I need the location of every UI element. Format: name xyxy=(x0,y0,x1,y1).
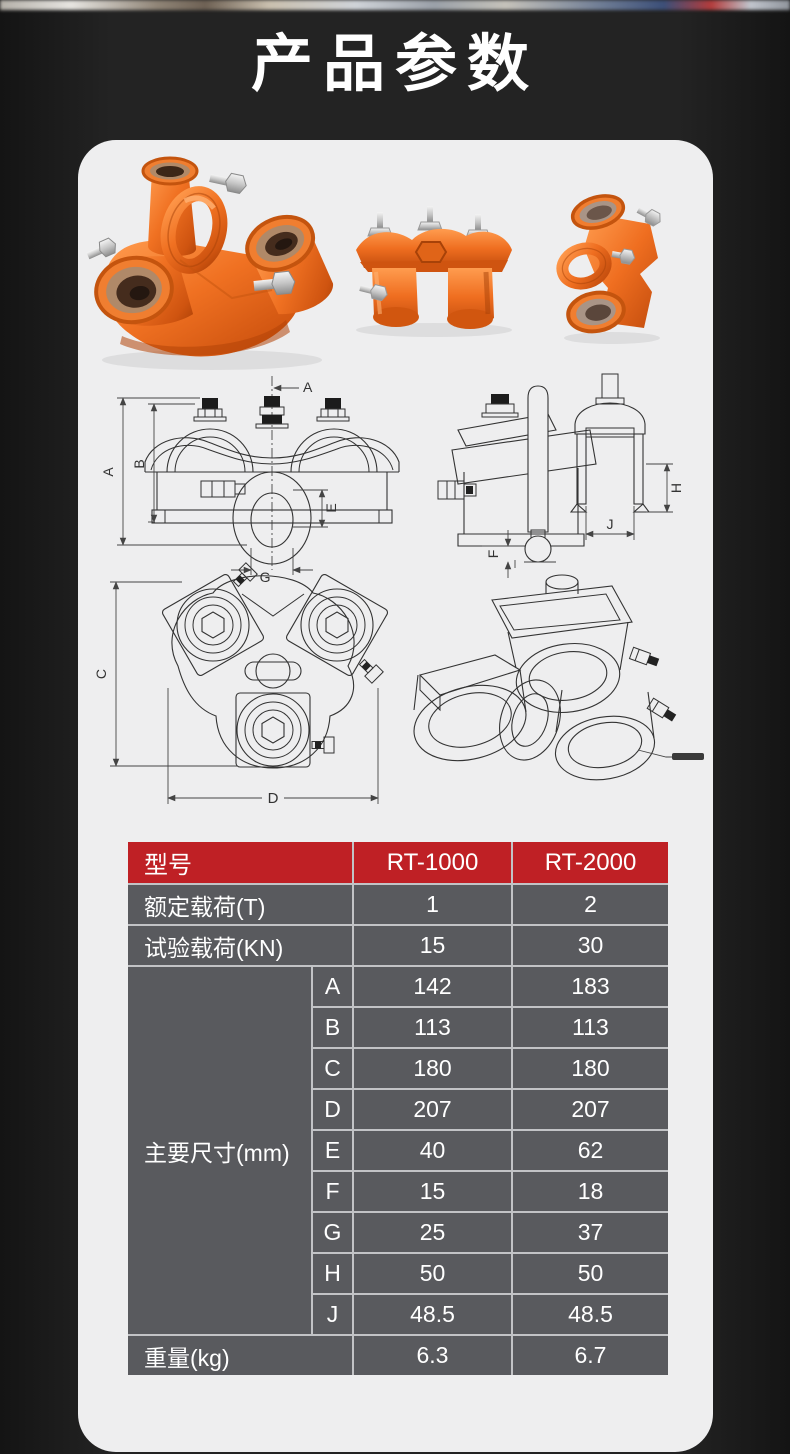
cell-value: 142 xyxy=(354,967,511,1006)
bolt-symbol xyxy=(193,396,350,429)
cell-value: 113 xyxy=(354,1008,511,1047)
cell-value: 48.5 xyxy=(354,1295,511,1334)
bolt xyxy=(253,270,296,296)
cell-value: 50 xyxy=(513,1254,668,1293)
table-header-rt2000: RT-2000 xyxy=(513,842,668,883)
lifting-eye-ring xyxy=(556,242,612,290)
cell-value: 62 xyxy=(513,1131,668,1170)
tiny-annotation xyxy=(672,753,704,760)
cell-value: 6.7 xyxy=(513,1336,668,1375)
lifting-eye-ring xyxy=(160,186,228,274)
dim-letter: J xyxy=(313,1295,352,1334)
tube-top xyxy=(570,194,626,230)
bolt-symbol xyxy=(232,562,258,588)
clamp-body xyxy=(584,214,658,328)
dim-label-a: A xyxy=(100,467,116,477)
dim-letter: A xyxy=(313,967,352,1006)
drawing-top-view: C D xyxy=(93,562,388,807)
bolt-symbol xyxy=(628,646,660,667)
dim-label-g: G xyxy=(260,569,271,585)
tube-bore-top-right xyxy=(300,588,374,662)
row-label: 额定载荷(T) xyxy=(128,885,352,924)
tube-bottom xyxy=(566,290,626,334)
row-label: 试验载荷(KN) xyxy=(128,926,352,965)
bolt xyxy=(86,237,116,260)
dim-label-a-top: A xyxy=(303,379,313,395)
foot-right xyxy=(447,268,494,329)
cell-value: 18 xyxy=(513,1172,668,1211)
bolt xyxy=(209,172,247,195)
tube-center xyxy=(507,621,629,713)
dim-letter: D xyxy=(313,1090,352,1129)
bolt-symbol xyxy=(200,480,246,498)
cell-value: 1 xyxy=(354,885,511,924)
dim-letter: B xyxy=(313,1008,352,1047)
dim-letter: C xyxy=(313,1049,352,1088)
table-header-rt1000: RT-1000 xyxy=(354,842,511,883)
cell-value: 48.5 xyxy=(513,1295,668,1334)
bolt-symbol xyxy=(481,394,519,418)
dim-label-j: J xyxy=(607,516,614,532)
cell-value: 180 xyxy=(354,1049,511,1088)
cell-value: 207 xyxy=(354,1090,511,1129)
product-photo-triple-clamp xyxy=(86,156,334,370)
center-nut xyxy=(414,241,448,263)
product-photo-side-clamp xyxy=(356,206,512,337)
bolt xyxy=(359,284,388,302)
dim-label-f: F xyxy=(485,550,501,559)
tube-bore-bottom xyxy=(236,693,310,767)
dim-letter: E xyxy=(313,1131,352,1170)
dim-letter: F xyxy=(313,1172,352,1211)
cell-value: 50 xyxy=(354,1254,511,1293)
bolt-symbol xyxy=(646,697,677,722)
bolt xyxy=(611,248,636,265)
cell-value: 6.3 xyxy=(354,1336,511,1375)
tube-left xyxy=(413,669,527,762)
spec-card: A B A E G xyxy=(78,140,713,1452)
drawing-front-view: A B A E G xyxy=(100,376,400,585)
dim-letter: H xyxy=(313,1254,352,1293)
dim-group-label: 主要尺寸(mm) xyxy=(128,967,311,1334)
dim-letter: G xyxy=(313,1213,352,1252)
bolt xyxy=(417,206,443,231)
cell-value: 37 xyxy=(513,1213,668,1252)
tube-right xyxy=(554,689,656,781)
bolt-symbol xyxy=(311,736,335,754)
cell-value: 207 xyxy=(513,1090,668,1129)
cell-value: 15 xyxy=(354,926,511,965)
bolt xyxy=(636,207,661,227)
page-title: 产品参数 xyxy=(250,30,539,99)
hero-photo-strip xyxy=(0,0,790,10)
cell-value: 113 xyxy=(513,1008,668,1047)
product-photo-eye-clamp xyxy=(556,194,661,344)
bolt-symbol xyxy=(358,658,384,684)
drawing-isometric-view xyxy=(413,560,704,781)
foot-left xyxy=(372,268,419,327)
cell-value: 2 xyxy=(513,885,668,924)
cell-value: 30 xyxy=(513,926,668,965)
cell-value: 15 xyxy=(354,1172,511,1211)
dim-label-b: B xyxy=(131,459,147,468)
cell-value: 25 xyxy=(354,1213,511,1252)
cell-value: 183 xyxy=(513,967,668,1006)
shackle-ring xyxy=(499,679,561,761)
drawing-side-section-view: H J F xyxy=(437,373,684,578)
tube-bore-top-left xyxy=(176,588,250,662)
tube-left xyxy=(94,255,194,326)
cell-value: 40 xyxy=(354,1131,511,1170)
dim-label-d: D xyxy=(268,790,279,807)
dim-label-h: H xyxy=(668,483,684,493)
row-label: 重量(kg) xyxy=(128,1336,352,1375)
tube-right xyxy=(245,214,334,315)
spec-table: 型号 RT-1000 RT-2000 额定载荷(T) 1 2 试验载荷(KN) … xyxy=(128,842,668,1375)
table-header-model: 型号 xyxy=(128,842,352,883)
photo-shadow xyxy=(102,350,322,370)
bolt-symbol xyxy=(437,480,477,500)
dim-label-e: E xyxy=(323,503,339,512)
cell-value: 180 xyxy=(513,1049,668,1088)
dim-label-c: C xyxy=(93,669,109,679)
